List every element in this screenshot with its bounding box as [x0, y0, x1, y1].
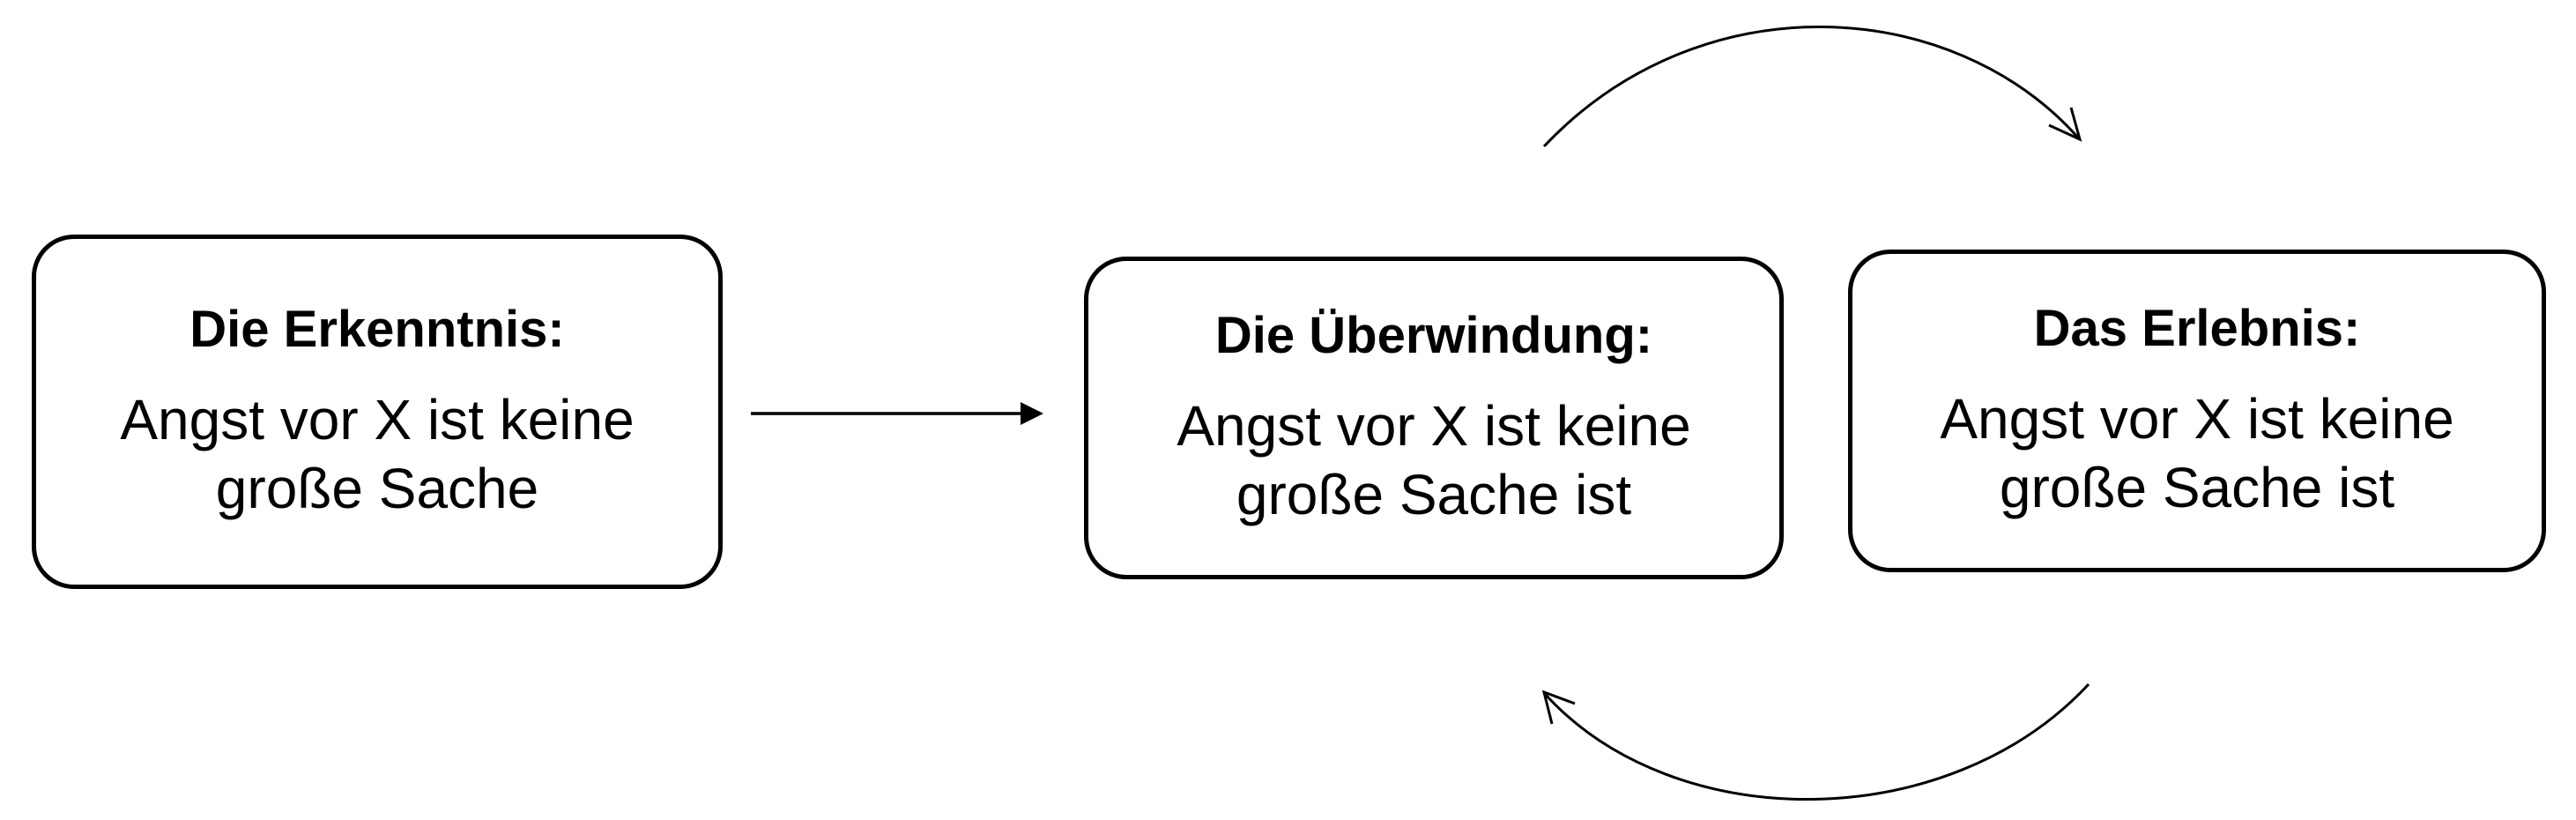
node-erkenntnis: Die Erkenntnis: Angst vor X ist keine gr… — [32, 235, 723, 589]
arrow-erlebnis-to-ueberwindung — [1541, 682, 2090, 801]
node-ueberwindung: Die Überwindung: Angst vor X ist keine g… — [1084, 257, 1784, 579]
node-text-line: große Sache ist — [1999, 456, 2395, 520]
node-text: Angst vor X ist keine große Sache — [120, 385, 634, 523]
arrow-ueberwindung-to-erlebnis — [1542, 26, 2082, 148]
node-text-line: Angst vor X ist keine — [1940, 387, 2454, 451]
node-text-line: große Sache — [215, 457, 539, 521]
arrow-erkenntnis-to-ueberwindung — [751, 402, 1043, 425]
node-text: Angst vor X ist keine große Sache ist — [1177, 391, 1690, 529]
arrowhead-open-icon — [1541, 690, 1576, 725]
arrowhead-open-icon — [2048, 107, 2082, 142]
node-text: Angst vor X ist keine große Sache ist — [1940, 384, 2454, 522]
node-erlebnis: Das Erlebnis: Angst vor X ist keine groß… — [1848, 250, 2546, 572]
node-text-line: Angst vor X ist keine — [1177, 394, 1691, 458]
node-title: Die Erkenntnis: — [189, 300, 565, 358]
node-title: Das Erlebnis: — [2033, 299, 2361, 357]
node-text-line: große Sache ist — [1236, 463, 1632, 527]
arrowhead-filled-icon — [1021, 402, 1043, 425]
node-title: Die Überwindung: — [1214, 306, 1653, 364]
node-text-line: Angst vor X ist keine — [120, 388, 635, 452]
